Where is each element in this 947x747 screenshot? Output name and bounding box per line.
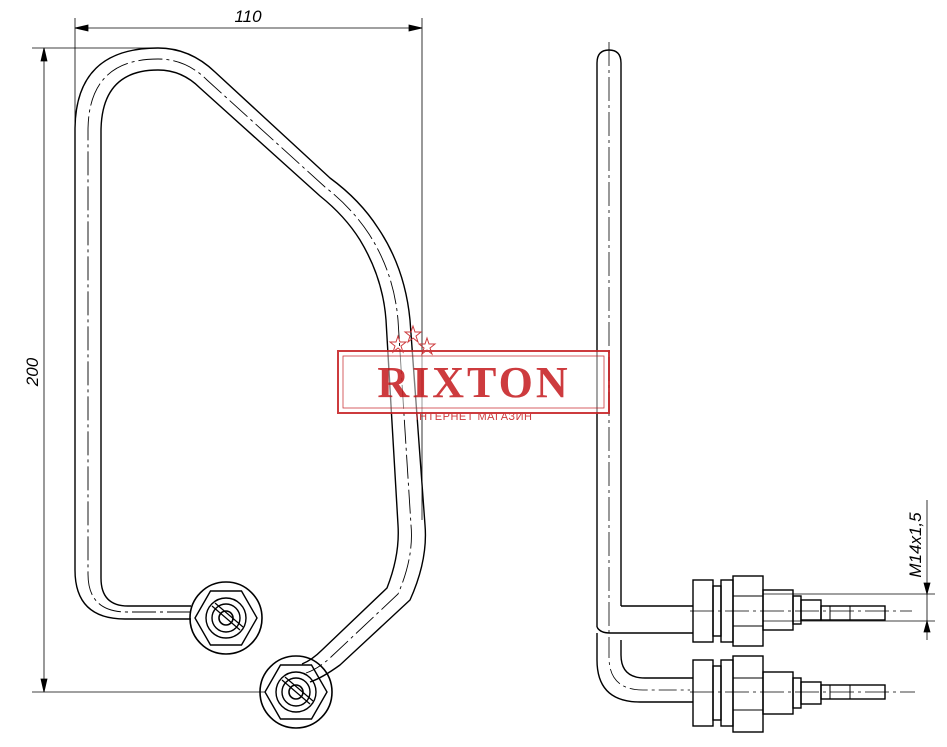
dimension-thread [763,500,935,640]
dimension-height-label: 200 [23,357,42,387]
side-terminal-lower [692,655,886,733]
dimension-height [32,47,265,693]
dimension-thread-label: M14x1,5 [906,512,925,578]
watermark-stars [388,324,437,356]
tube-outline-inner [100,69,399,665]
tube-centerline [87,58,412,674]
watermark-title: RIXTON [377,358,570,407]
front-view [74,47,427,729]
side-view [596,42,915,733]
watermark-subtitle: ІНТЕРНЕТ МАГАЗИН [416,411,533,423]
tube-outline-outer [74,47,427,683]
dimension-width-label: 110 [234,7,262,26]
terminal-nut-lower [259,655,333,729]
terminal-nut-upper [189,581,263,655]
rixton-watermark: RIXTON ІНТЕРНЕТ МАГАЗИН [337,324,610,423]
dimension-width [74,18,423,520]
